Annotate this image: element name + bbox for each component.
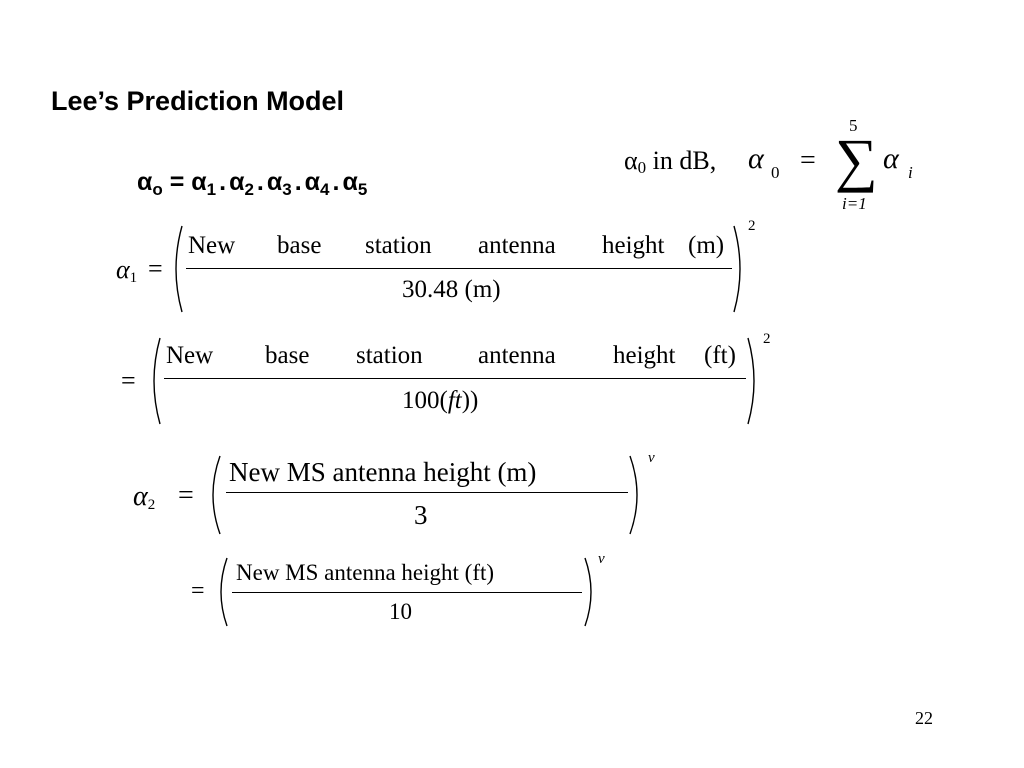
- left-paren-icon: [220, 557, 228, 627]
- exponent: v: [648, 450, 655, 466]
- exponent: v: [598, 551, 605, 567]
- sum-upper-limit: 5: [849, 116, 858, 135]
- product-formula: αo = α1.α2.α3.α4.α5: [137, 168, 367, 200]
- alpha-symbol: α: [191, 168, 207, 196]
- alpha1-denominator: 30.48 (m): [402, 276, 501, 303]
- fraction-bar: [186, 268, 732, 269]
- denominator-close: )): [461, 387, 479, 414]
- alpha-symbol: α: [116, 255, 130, 284]
- right-paren-icon: [584, 557, 592, 627]
- alpha2-numerator: New MS antenna height (m): [229, 457, 537, 487]
- equals-sign: =: [191, 578, 205, 604]
- alpha-subscript: i: [908, 163, 913, 182]
- product-dot: .: [294, 168, 302, 196]
- denominator-unit: ft: [447, 387, 462, 414]
- product-dot: .: [219, 168, 227, 196]
- alpha-subscript: 0: [771, 163, 780, 182]
- right-paren-icon: [733, 225, 741, 313]
- alpha-subscript: 1: [129, 270, 138, 286]
- alpha-subscript: 4: [320, 180, 330, 199]
- alpha-subscript: 5: [357, 180, 368, 199]
- left-paren-icon: [153, 337, 161, 425]
- numerator-word: station: [365, 232, 432, 259]
- numerator-word: height: [613, 342, 676, 369]
- alpha-symbol: α: [304, 168, 321, 196]
- product-dot: .: [332, 168, 340, 196]
- denominator-number: 100(: [402, 387, 448, 414]
- numerator-word: height: [602, 232, 665, 259]
- alpha2-denominator: 3: [414, 500, 428, 530]
- alpha-symbol: α: [229, 168, 245, 196]
- alpha2-lhs: α2: [133, 481, 155, 514]
- fraction-bar: [164, 378, 746, 379]
- alpha-subscript: 1: [206, 180, 217, 199]
- alpha2-ft-denominator: 10: [389, 599, 412, 624]
- fraction-bar: [226, 492, 628, 493]
- alpha2-ft-numerator: New MS antenna height (ft): [236, 560, 495, 585]
- exponent: 2: [763, 331, 771, 347]
- numerator-word: antenna: [478, 232, 556, 259]
- left-paren-icon: [212, 455, 221, 535]
- numerator-word: station: [356, 342, 423, 369]
- product-dot: .: [256, 168, 264, 196]
- alpha1-ft-denominator: 100(ft)): [402, 387, 478, 415]
- alpha-symbol: α: [133, 481, 148, 512]
- equals-sign: =: [178, 480, 194, 511]
- sum-formula-lhs: α0 in dB,: [624, 146, 716, 178]
- numerator-word: base: [277, 232, 322, 259]
- numerator-word: (ft): [704, 342, 736, 369]
- numerator-word: New: [166, 342, 214, 369]
- sum-lower-limit: i=1: [842, 194, 867, 213]
- alpha-symbol: α: [883, 142, 899, 175]
- numerator-word: antenna: [478, 342, 556, 369]
- equals-sign: =: [169, 168, 185, 196]
- sigma-symbol: ∑: [835, 127, 878, 193]
- in-db-text: in dB,: [652, 146, 717, 175]
- alpha-symbol: α: [266, 168, 283, 196]
- alpha-symbol: α: [624, 146, 638, 175]
- right-paren-icon: [747, 337, 755, 425]
- equals-sign: =: [800, 145, 816, 176]
- equals-sign: =: [148, 254, 163, 283]
- exponent: 2: [748, 218, 756, 234]
- numerator-word: New: [188, 232, 236, 259]
- page-number: 22: [915, 708, 933, 728]
- alpha-symbol: α: [748, 142, 764, 175]
- alpha-symbol: α: [342, 168, 358, 196]
- slide-title: Lee’s Prediction Model: [51, 86, 345, 116]
- alpha-subscript: o: [152, 180, 163, 199]
- right-paren-icon: [629, 455, 638, 535]
- alpha-subscript: 3: [282, 180, 292, 199]
- fraction-bar: [232, 592, 582, 593]
- numerator-word: base: [265, 342, 310, 369]
- alpha-subscript: 0: [637, 158, 647, 177]
- alpha-subscript: 2: [244, 180, 254, 199]
- alpha1-lhs: α1: [116, 255, 137, 287]
- equals-sign: =: [121, 366, 136, 395]
- alpha-symbol: α: [137, 168, 153, 196]
- alpha-subscript: 2: [147, 497, 156, 513]
- left-paren-icon: [175, 225, 183, 313]
- numerator-word: (m): [688, 232, 725, 259]
